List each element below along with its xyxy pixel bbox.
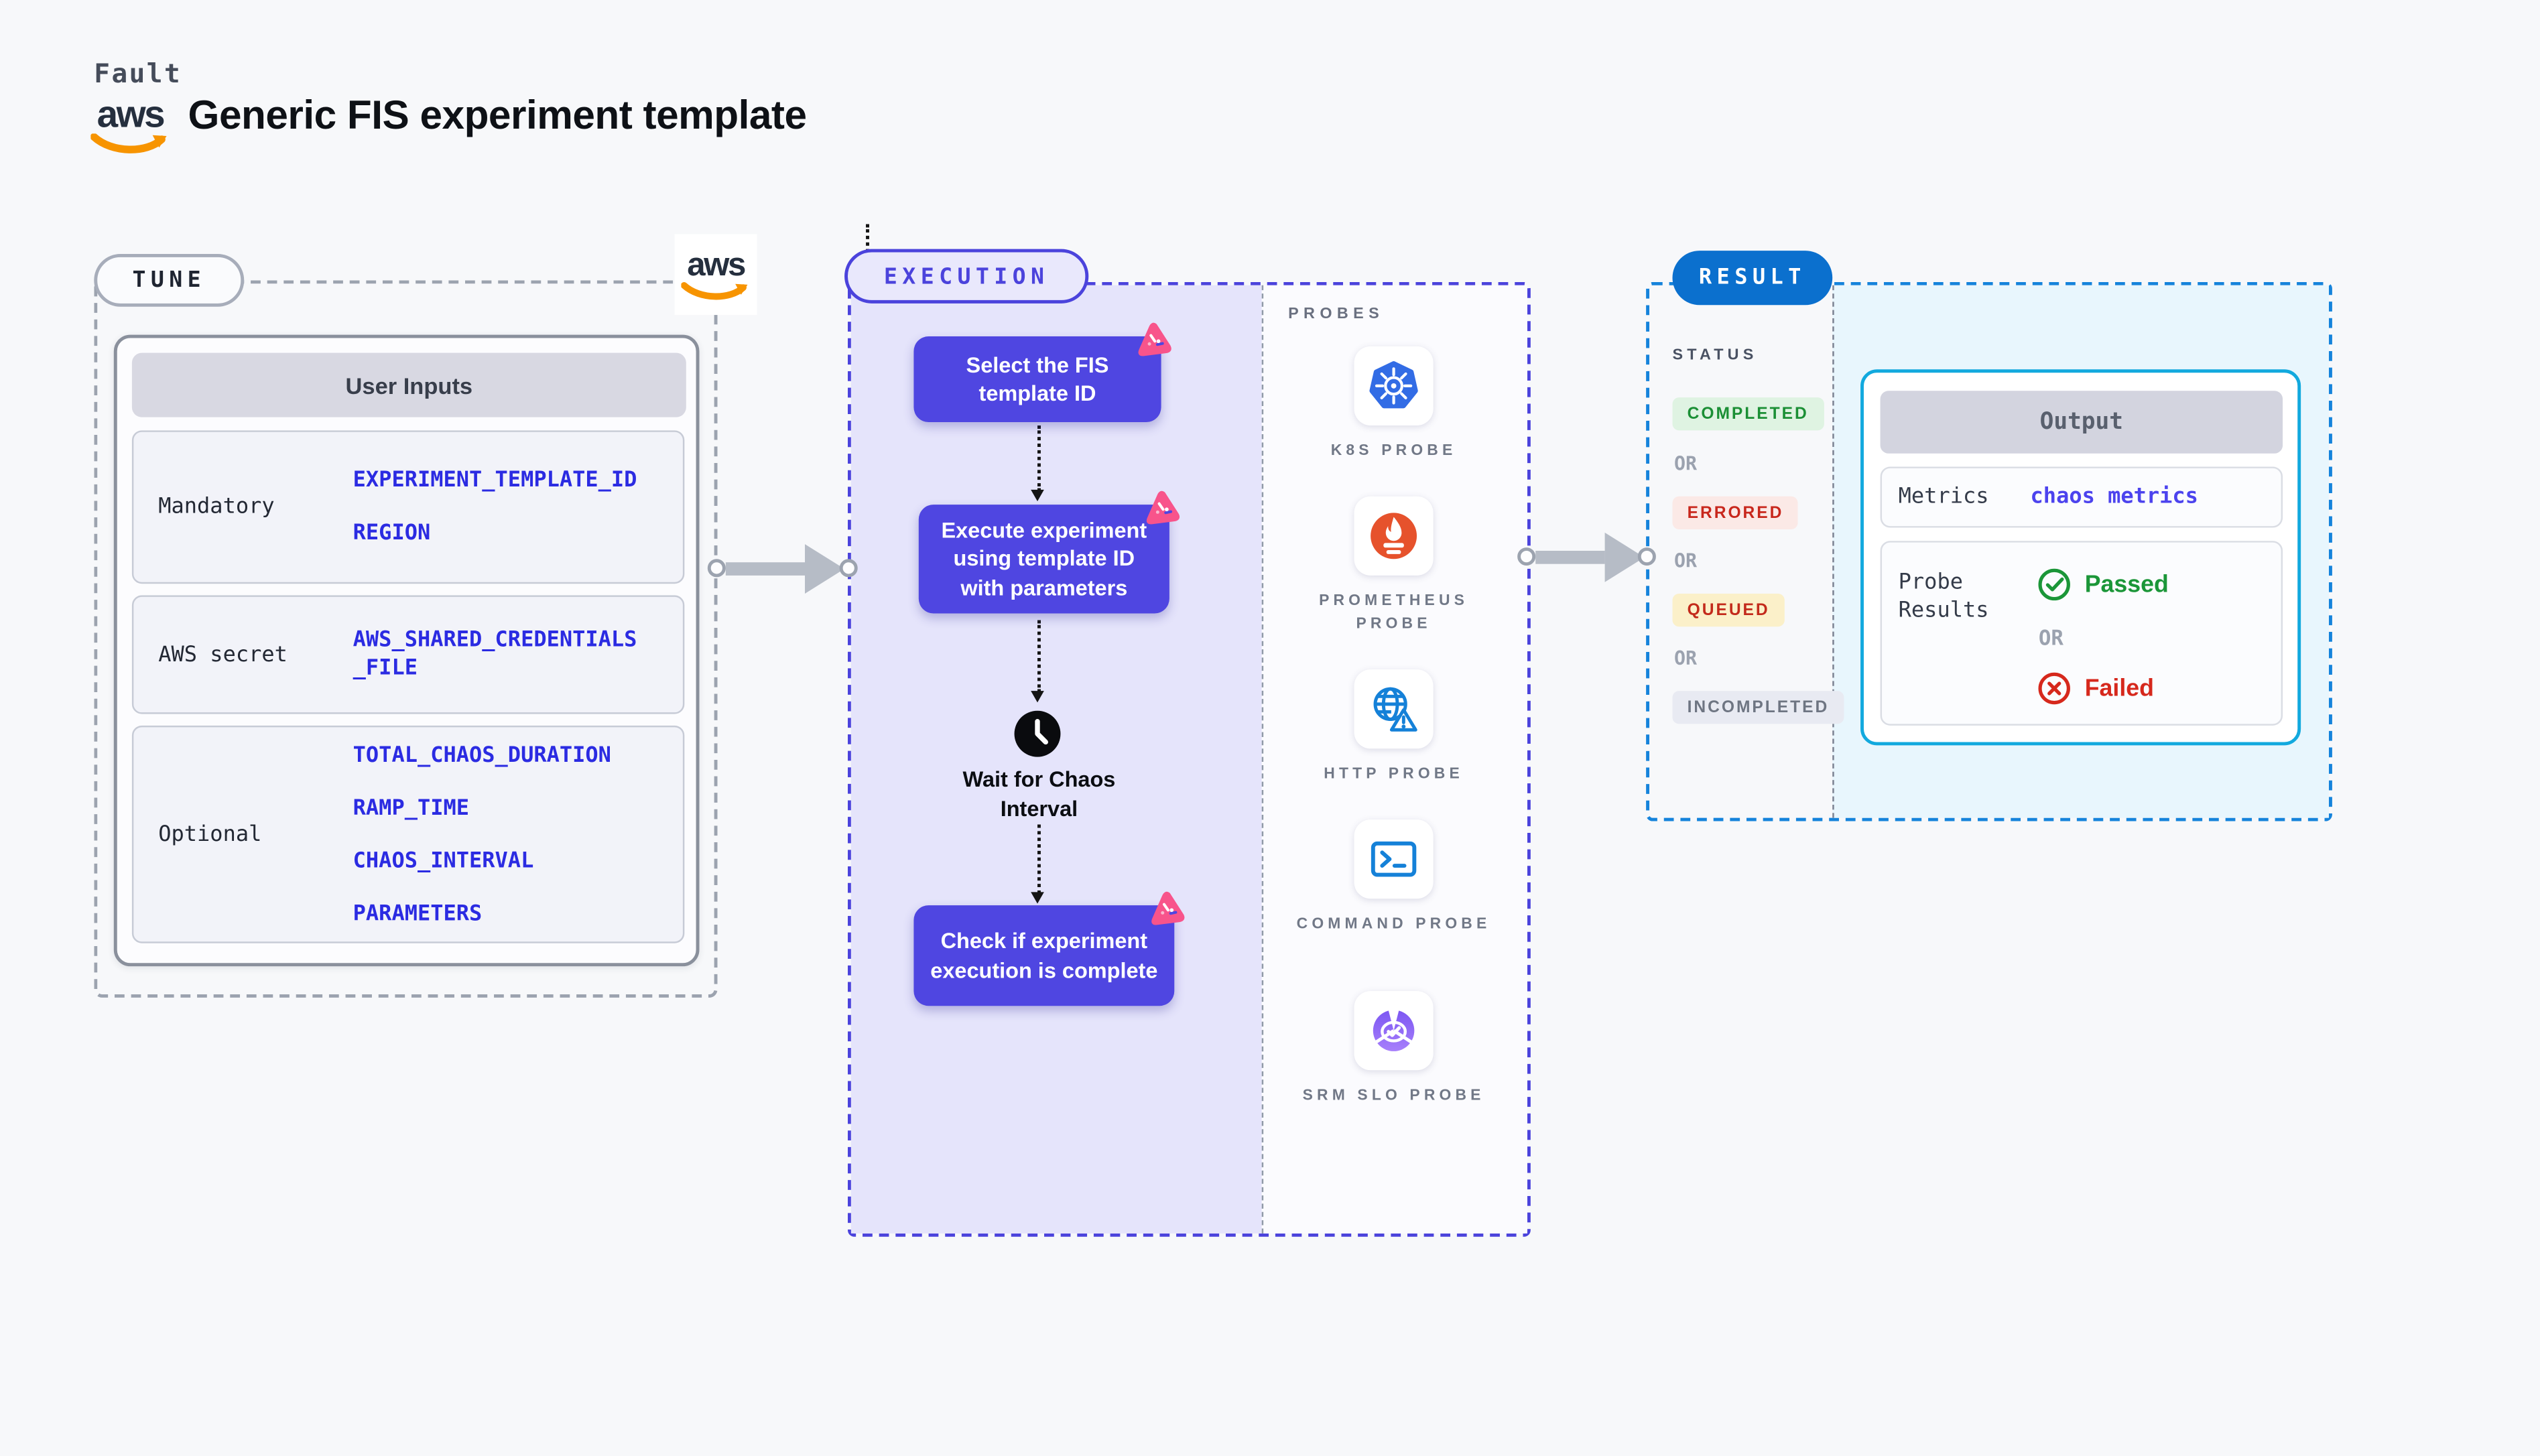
flow-arrow-line	[1037, 620, 1041, 693]
connector-start-circle	[707, 559, 726, 578]
probe-label: COMMAND PROBE	[1296, 915, 1491, 932]
wait-step-label: Wait for Chaos Interval	[962, 767, 1116, 821]
flow-node-select-template: Select the FIS template ID	[913, 336, 1161, 423]
row-label: Optional	[158, 821, 262, 847]
input-variable: CHAOS_INTERVAL	[353, 848, 534, 874]
aws-logo-card: aws	[674, 234, 757, 316]
passed-check-icon	[2038, 568, 2070, 601]
output-row-probe-results: Probe Results Passed OR Failed	[1880, 541, 2283, 726]
execution-section-badge: EXECUTION	[844, 249, 1089, 304]
metrics-value: chaos metrics	[2030, 484, 2198, 510]
globe-warning-icon	[1373, 687, 1417, 732]
flow-arrowhead-icon	[1031, 489, 1044, 502]
or-separator: OR	[1673, 452, 1698, 475]
table-row-aws-secret: AWS secret AWS_SHARED_CREDENTIALS_FILE	[131, 595, 685, 714]
input-variable: REGION	[353, 521, 431, 546]
status-badge-errored: ERRORED	[1672, 496, 1799, 529]
status-badge-queued: QUEUED	[1672, 593, 1785, 627]
probe-label: HTTP PROBE	[1324, 765, 1464, 782]
connector-arrowhead-icon	[804, 544, 845, 594]
flow-arrow-line	[1037, 425, 1041, 492]
aws-swoosh-icon	[90, 133, 170, 155]
user-inputs-header: User Inputs	[131, 352, 686, 417]
flow-node-label: Check if experiment execution is complet…	[930, 928, 1158, 982]
flow-arrowhead-icon	[1031, 691, 1044, 703]
or-separator: OR	[2038, 624, 2063, 650]
probe-label: SRM SLO PROBE	[1302, 1086, 1485, 1104]
failed-label: Failed	[2084, 675, 2154, 702]
probe-card-command	[1354, 819, 1434, 899]
table-row-mandatory: Mandatory EXPERIMENT_TEMPLATE_ID REGION	[131, 430, 685, 584]
probe-label: PROMETHEUS PROBE	[1319, 592, 1469, 632]
connector-line	[725, 562, 805, 576]
prometheus-icon	[1371, 513, 1417, 559]
flow-node-label: Select the FIS template ID	[966, 352, 1109, 406]
page-title: Generic FIS experiment template	[188, 94, 807, 139]
failed-x-icon	[2038, 672, 2070, 705]
tune-section-container	[94, 280, 718, 998]
input-variable: RAMP_TIME	[353, 795, 470, 821]
row-label: Mandatory	[158, 494, 275, 520]
connector-start-circle	[1517, 547, 1536, 566]
flow-node-label: Execute experiment using template ID wit…	[941, 517, 1147, 600]
result-section-badge: RESULT	[1672, 251, 1833, 306]
aws-logo-text: aws	[97, 92, 166, 135]
brand-label: Fault	[94, 58, 182, 89]
flow-arrow-line	[1037, 824, 1041, 894]
input-variable: PARAMETERS	[353, 901, 483, 926]
input-variable: TOTAL_CHAOS_DURATION	[353, 742, 611, 768]
or-separator: OR	[1673, 549, 1698, 572]
status-badge-completed: COMPLETED	[1672, 397, 1824, 431]
execution-flow-panel	[850, 285, 1262, 1234]
status-column-title: STATUS	[1672, 346, 1758, 365]
connector-end-circle	[1637, 547, 1656, 566]
chaos-fault-icon	[1145, 490, 1181, 526]
probes-panel	[1261, 285, 1527, 1234]
kubernetes-icon	[1369, 360, 1418, 409]
status-badge-incompleted: INCOMPLETED	[1672, 691, 1844, 724]
input-variable: EXPERIMENT_TEMPLATE_ID	[353, 468, 637, 493]
output-table: Output Metrics chaos metrics Probe Resul…	[1860, 369, 2301, 746]
connector-end-circle	[839, 559, 858, 578]
probes-panel-title: PROBES	[1288, 305, 1385, 324]
execution-section-container	[847, 281, 1531, 1237]
tune-section-badge: TUNE	[94, 254, 245, 307]
output-row-metrics: Metrics chaos metrics	[1880, 466, 2283, 528]
row-label: AWS secret	[158, 642, 288, 667]
clock-icon	[1011, 708, 1064, 760]
flow-arrowhead-icon	[1031, 892, 1044, 904]
flow-node-check-complete: Check if experiment execution is complet…	[913, 905, 1174, 1006]
slo-pie-check-icon	[1373, 1008, 1415, 1051]
table-row-optional: Optional TOTAL_CHAOS_DURATION RAMP_TIME …	[131, 725, 685, 943]
or-separator: OR	[1673, 646, 1698, 670]
probe-card-prometheus	[1354, 496, 1434, 576]
aws-swoosh-icon	[681, 281, 750, 302]
execution-top-dotted-line	[866, 224, 869, 253]
terminal-icon	[1371, 841, 1417, 877]
connector-line	[1535, 550, 1605, 564]
user-inputs-table: User Inputs Mandatory EXPERIMENT_TEMPLAT…	[113, 334, 700, 967]
flow-node-execute-experiment: Execute experiment using template ID wit…	[918, 505, 1169, 614]
probe-label: K8S PROBE	[1330, 442, 1457, 459]
aws-logo: aws	[90, 92, 170, 155]
probe-results-label: Probe Results	[1898, 570, 1989, 624]
chaos-fault-icon	[1137, 322, 1173, 358]
passed-label: Passed	[2084, 571, 2169, 598]
input-variable: AWS_SHARED_CREDENTIALS_FILE	[353, 628, 637, 681]
aws-logo-text: aws	[687, 246, 746, 283]
probe-card-srm-slo	[1354, 991, 1434, 1071]
probe-card-k8s	[1354, 346, 1434, 425]
output-table-header: Output	[1880, 391, 2283, 454]
probe-card-http	[1354, 669, 1434, 749]
chaos-fault-icon	[1149, 890, 1186, 927]
metrics-label: Metrics	[1898, 484, 1989, 510]
